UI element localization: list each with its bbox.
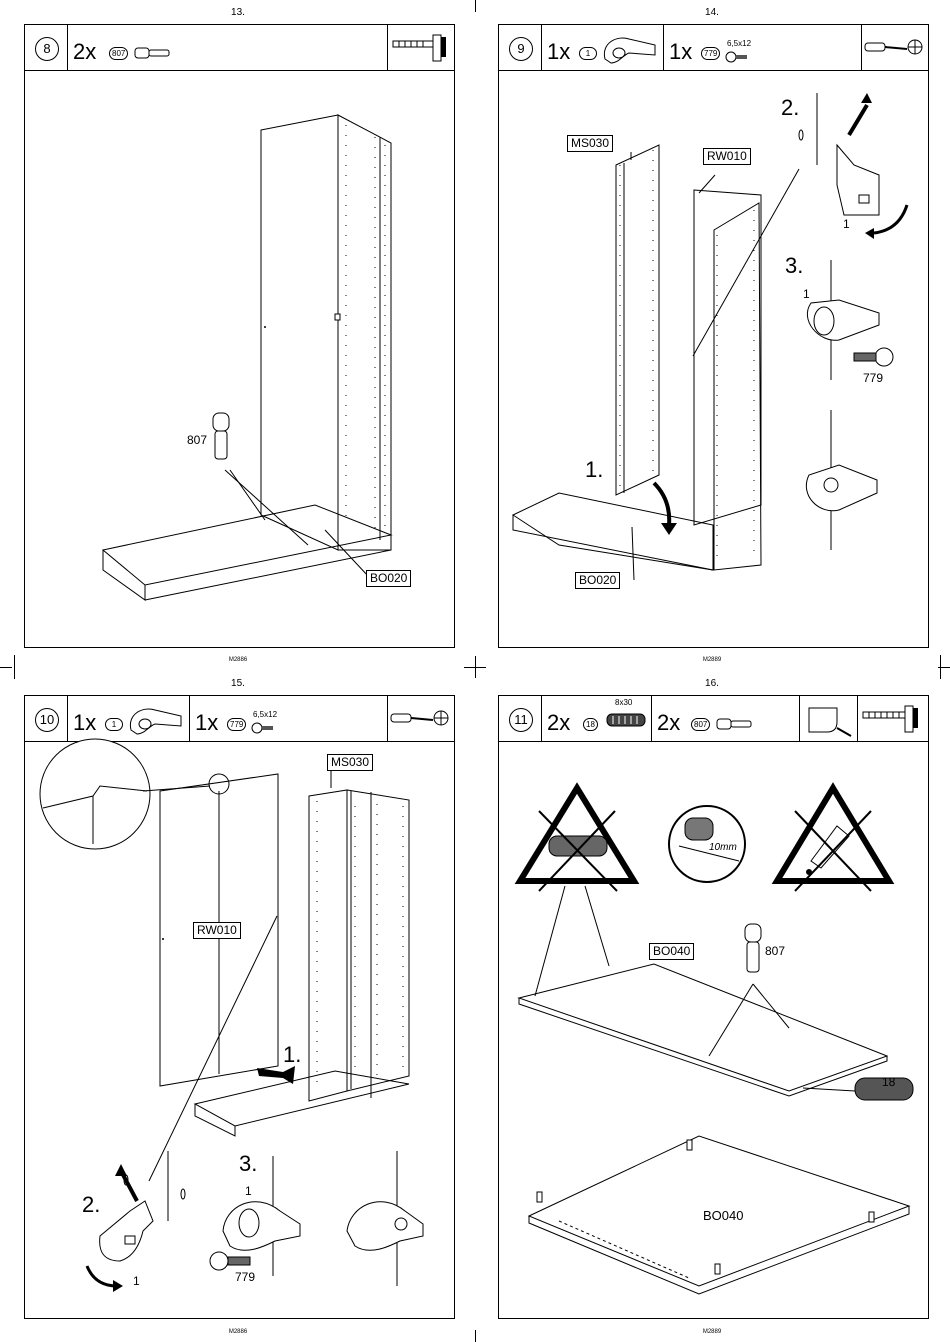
part-tag: BO040 [649,943,694,960]
part-callout: 1 [843,217,850,231]
part-callout: 779 [863,371,883,385]
part-callout: 807 [765,944,785,958]
part-tag: BO020 [575,572,620,589]
part-tag: MS030 [567,135,613,152]
page-number: 13. [231,7,245,18]
step-marker: 3. [239,1151,257,1177]
step-marker: 2. [82,1192,100,1218]
footer-code: M2889 [703,657,721,663]
cabinet-illustration [25,25,454,647]
page-number: 14. [705,7,719,18]
cabinet-illustration [25,696,454,1318]
step-9-panel: 9 1x 1 1x 779 6,5x12 [498,24,929,648]
page-number: 16. [705,678,719,689]
footer-code: M2886 [229,657,247,663]
dimension-label: 10mm [709,842,737,853]
footer-code: M2886 [229,1329,247,1335]
part-callout: 1 [803,287,810,301]
crop-mark [0,667,12,668]
crop-mark [475,0,476,12]
part-tag: RW010 [193,922,241,939]
part-tag: BO020 [366,570,411,587]
part-tag: RW010 [703,148,751,165]
step-8-panel: 8 2x 807 [24,24,455,648]
part-callout: BO040 [703,1208,743,1223]
part-callout: 1 [245,1184,252,1198]
page-number: 15. [231,678,245,689]
crop-mark [940,655,941,679]
crop-mark [475,656,476,678]
warning-no-hammer-dowel-icon [520,788,634,891]
part-callout: 18 [882,1075,895,1089]
footer-code: M2889 [703,1329,721,1335]
step-marker: 1. [283,1042,301,1068]
step-marker: 3. [785,253,803,279]
step-11-panel: 11 2x 18 8x30 2x 807 [498,695,929,1319]
cabinet-illustration [499,25,928,647]
part-tag: MS030 [327,754,373,771]
warning-illustration [499,696,928,1318]
crop-mark [475,1330,476,1342]
part-callout: 779 [235,1270,255,1284]
part-callout: 807 [187,433,207,447]
step-marker: 2. [781,95,799,121]
step-10-panel: 10 1x 1 1x 779 6,5x12 [24,695,455,1319]
part-callout: 1 [133,1274,140,1288]
warning-no-glue-icon [777,788,889,891]
crop-mark [14,655,15,679]
step-marker: 1. [585,457,603,483]
